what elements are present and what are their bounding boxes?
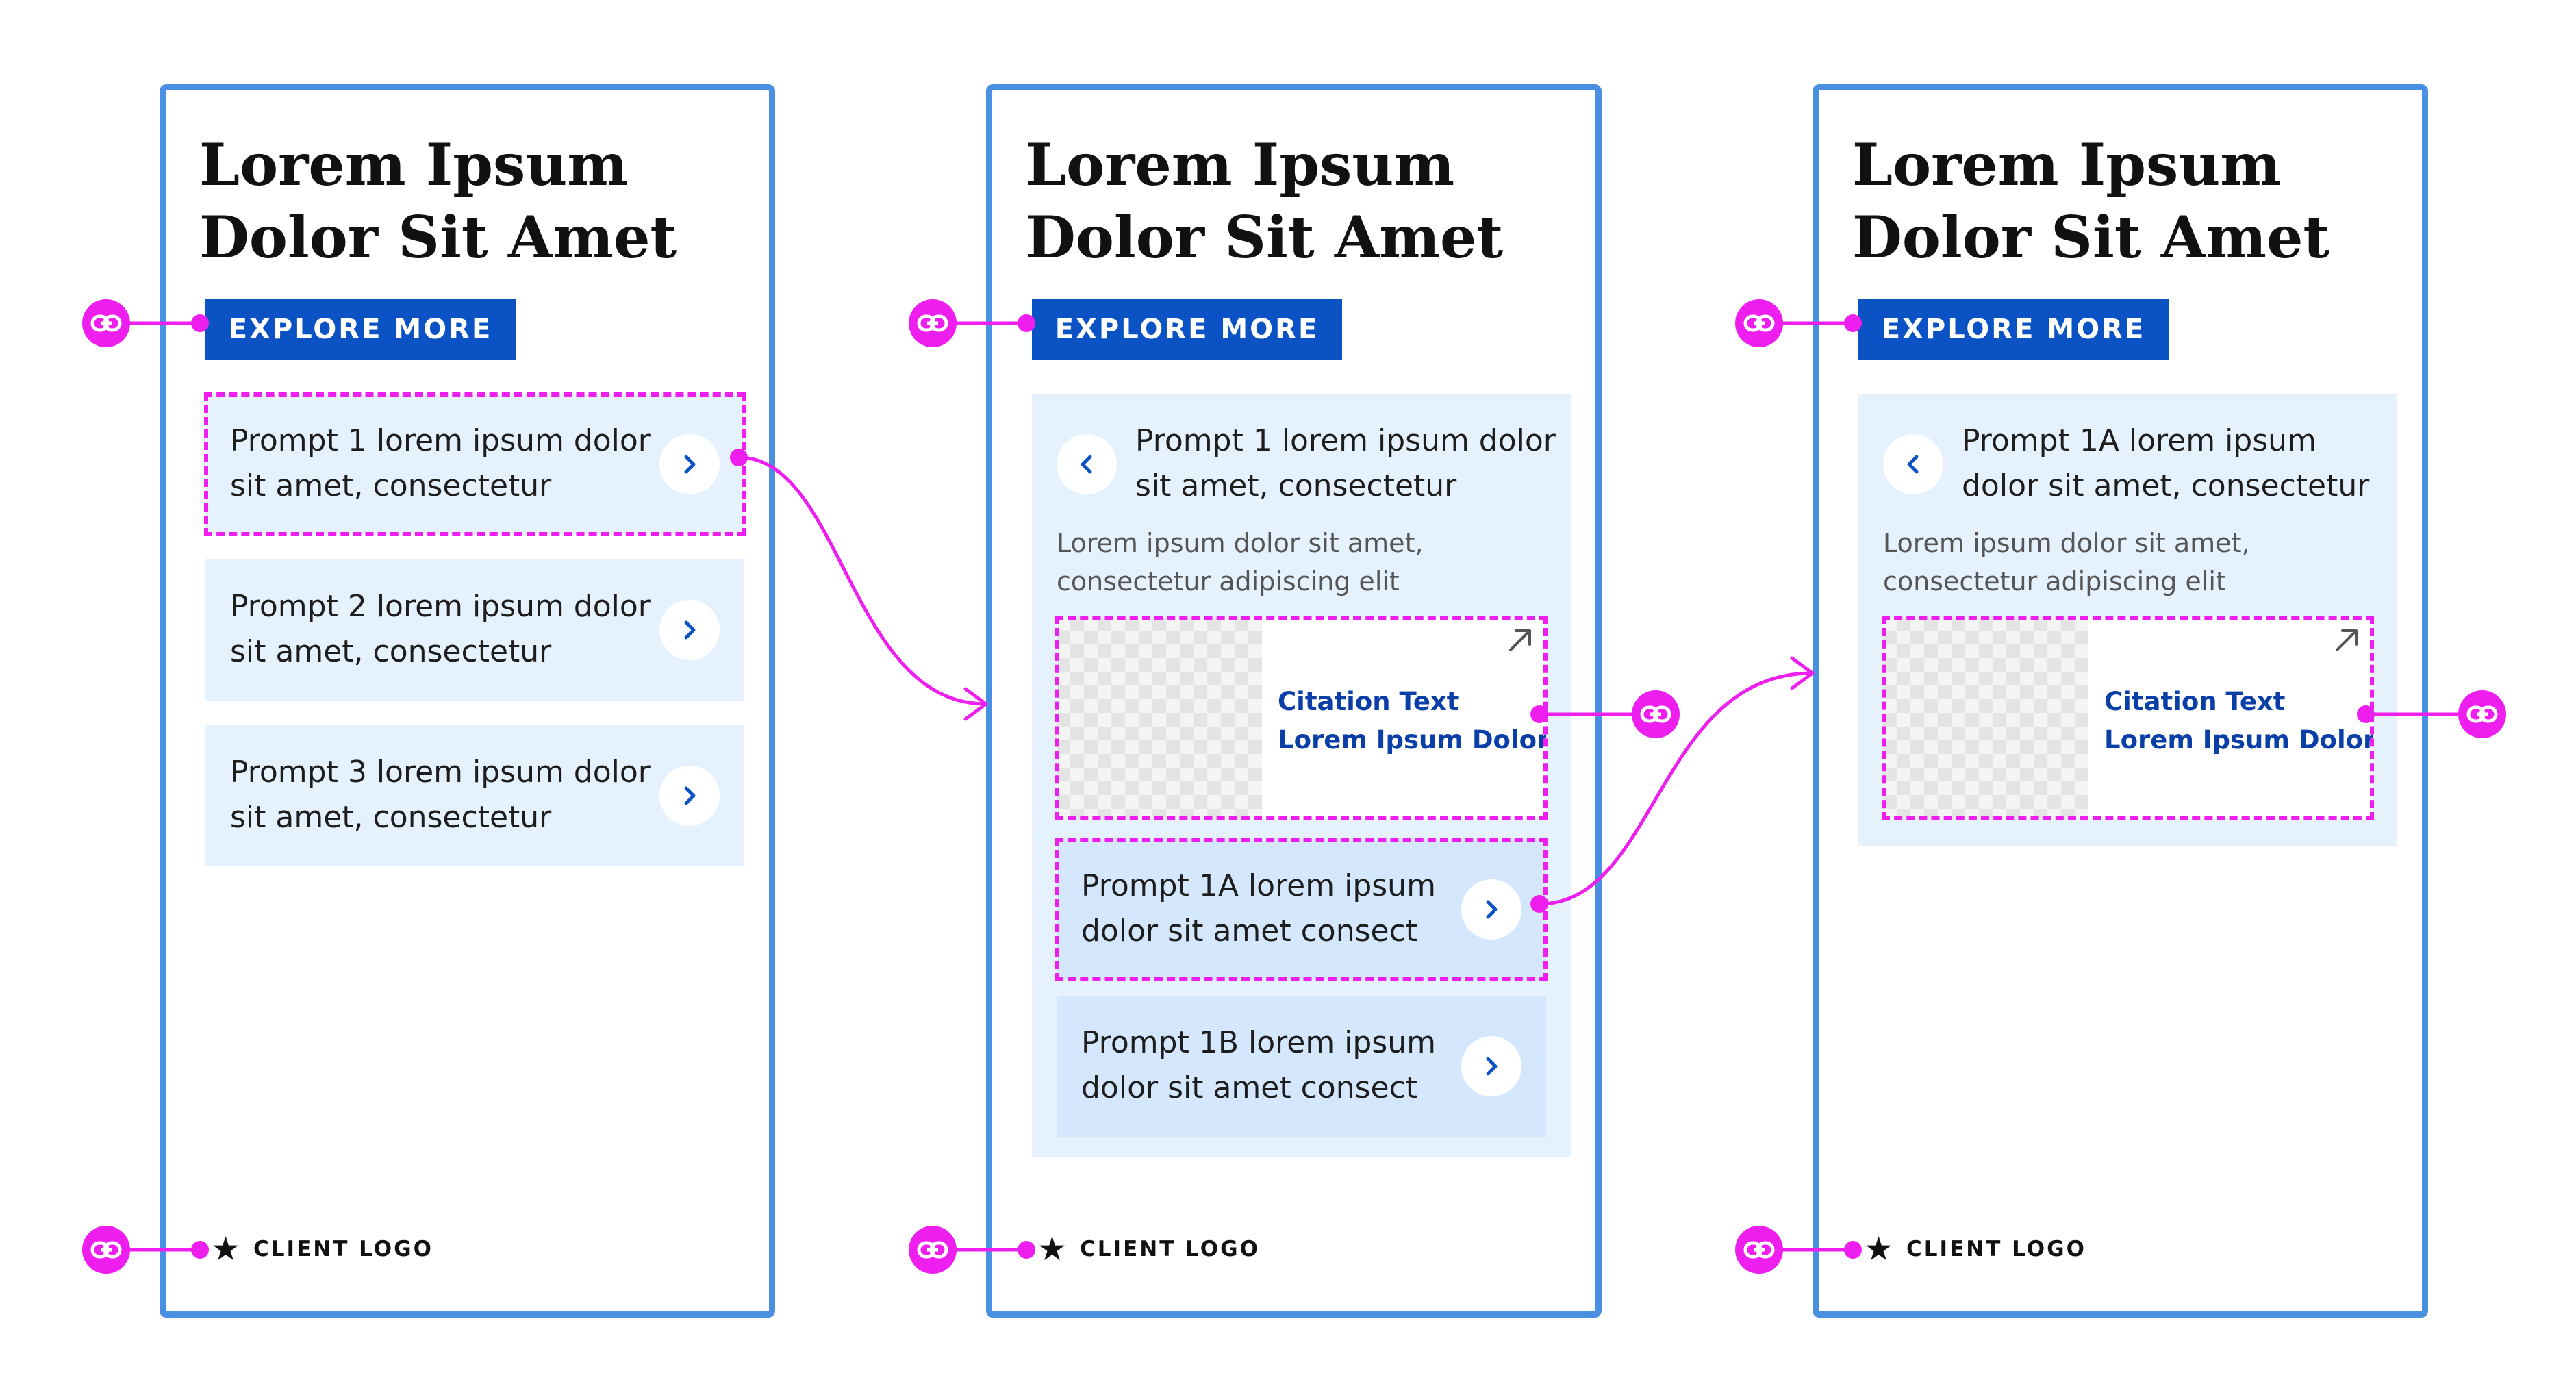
prompt-description: Lorem ipsum dolor sit amet, consectetur … <box>1057 528 1424 596</box>
citation-text: Citation Text Lorem Ipsum Dolor <box>1278 687 1546 755</box>
active-prompt-text: Prompt 1 lorem ipsum dolor sit amet, con… <box>1135 423 1556 503</box>
link-icon <box>909 1226 957 1274</box>
prompt-text: Prompt 1B lorem ipsum dolor sit amet con… <box>1081 1025 1437 1105</box>
selection-highlight <box>204 392 746 536</box>
chevron-left-icon[interactable] <box>1883 434 1943 494</box>
prompt-card-1[interactable]: Prompt 1 lorem ipsum dolor sit amet, con… <box>205 394 744 535</box>
chevron-right-icon[interactable] <box>659 600 720 660</box>
prompt-text: Prompt 2 lorem ipsum dolor sit amet, con… <box>230 589 651 669</box>
screen-frame-2: Lorem Ipsum Dolor Sit Amet EXPLORE MORE … <box>986 84 1602 1318</box>
selection-highlight <box>1882 616 2374 820</box>
star-icon: ★ <box>1864 1230 1896 1268</box>
expanded-prompt-panel: Prompt 1 lorem ipsum dolor sit amet, con… <box>1032 394 1571 1157</box>
chevron-right-icon[interactable] <box>659 766 720 826</box>
external-link-icon <box>1509 629 1531 651</box>
star-icon: ★ <box>211 1230 243 1268</box>
citation-text: Citation Text Lorem Ipsum Dolor <box>2104 687 2373 755</box>
link-icon <box>1735 1226 1783 1274</box>
star-icon: ★ <box>1037 1230 1070 1268</box>
selection-highlight <box>1055 616 1548 820</box>
link-icon <box>2458 690 2506 738</box>
chevron-left-icon[interactable] <box>1057 434 1117 494</box>
explore-more-button[interactable]: EXPLORE MORE <box>1858 299 2169 360</box>
prompt-text: Prompt 3 lorem ipsum dolor sit amet, con… <box>230 755 651 835</box>
explore-more-button[interactable]: EXPLORE MORE <box>1032 299 1342 360</box>
prompt-text: Prompt 1 lorem ipsum dolor sit amet, con… <box>230 423 651 503</box>
page-title: Lorem Ipsum Dolor Sit Amet <box>1852 131 2330 271</box>
sub-prompt-card-1b[interactable]: Prompt 1B lorem ipsum dolor sit amet con… <box>1057 996 1546 1137</box>
expanded-prompt-panel: Prompt 1A lorem ipsum dolor sit amet, co… <box>1858 394 2397 846</box>
screen-frame-1: Lorem Ipsum Dolor Sit Amet EXPLORE MORE … <box>160 84 775 1318</box>
selection-highlight <box>1055 838 1548 981</box>
link-icon <box>1632 690 1680 738</box>
prompt-card-2[interactable]: Prompt 2 lorem ipsum dolor sit amet, con… <box>205 559 744 701</box>
page-title: Lorem Ipsum Dolor Sit Amet <box>199 131 677 271</box>
prompt-text: Prompt 1A lorem ipsum dolor sit amet con… <box>1081 868 1436 948</box>
prompt-card-3[interactable]: Prompt 3 lorem ipsum dolor sit amet, con… <box>205 725 744 866</box>
link-icon <box>909 299 957 347</box>
explore-more-button[interactable]: EXPLORE MORE <box>205 299 516 360</box>
external-link-icon <box>2336 629 2358 651</box>
link-icon <box>1735 299 1783 347</box>
chevron-right-icon[interactable] <box>1461 879 1521 940</box>
image-placeholder <box>1883 617 2088 819</box>
chevron-right-icon[interactable] <box>659 434 720 494</box>
citation-card[interactable]: Citation Text Lorem Ipsum Dolor <box>1057 617 1546 819</box>
client-logo[interactable]: ★ CLIENT LOGO <box>1037 1230 1260 1268</box>
citation-card[interactable]: Citation Text Lorem Ipsum Dolor <box>1883 617 2373 819</box>
chevron-right-icon[interactable] <box>1461 1036 1521 1096</box>
prompt-description: Lorem ipsum dolor sit amet, consectetur … <box>1883 528 2250 596</box>
image-placeholder <box>1057 617 1262 819</box>
active-prompt-text: Prompt 1A lorem ipsum dolor sit amet, co… <box>1962 423 2370 503</box>
client-logo[interactable]: ★ CLIENT LOGO <box>1864 1230 2086 1268</box>
sub-prompt-card-1a[interactable]: Prompt 1A lorem ipsum dolor sit amet con… <box>1057 839 1546 980</box>
screen-frame-3: Lorem Ipsum Dolor Sit Amet EXPLORE MORE … <box>1813 84 2428 1318</box>
client-logo[interactable]: ★ CLIENT LOGO <box>211 1230 433 1268</box>
page-title: Lorem Ipsum Dolor Sit Amet <box>1026 131 1504 271</box>
link-icon <box>82 299 130 347</box>
link-icon <box>82 1226 130 1274</box>
